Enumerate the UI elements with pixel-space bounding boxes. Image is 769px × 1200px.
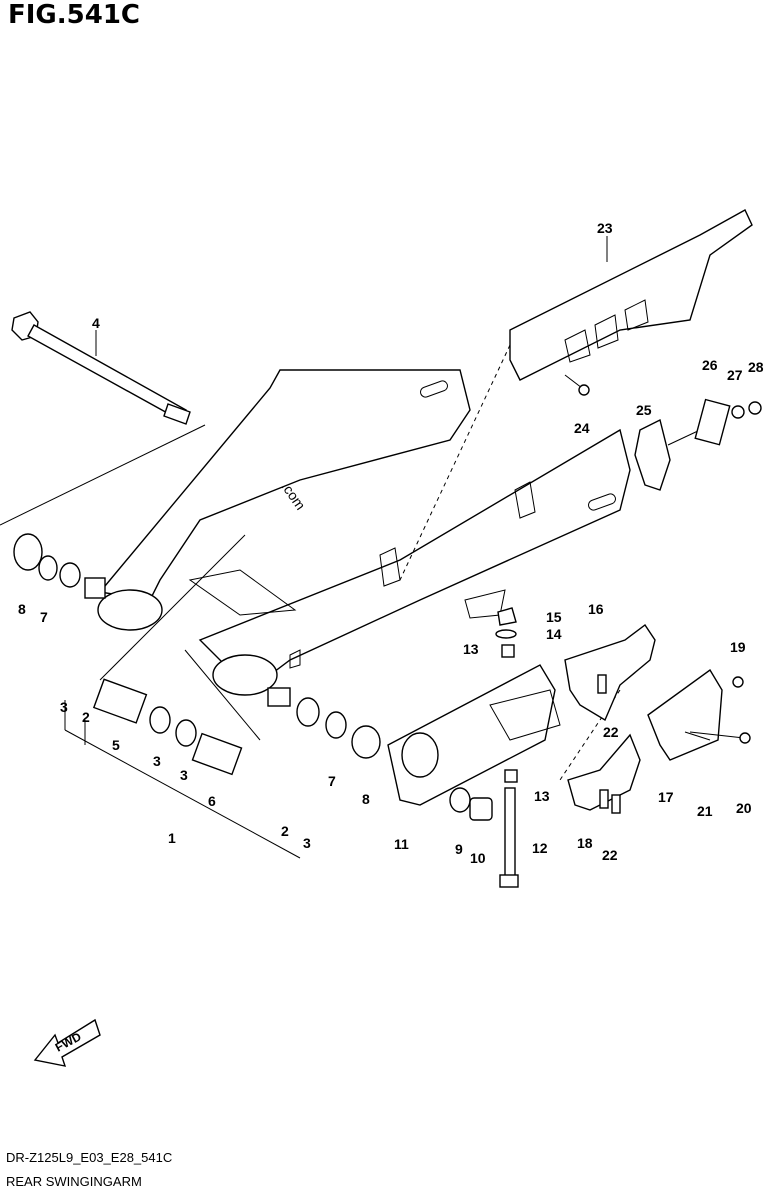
callout-24: 24 <box>574 420 590 436</box>
callout-3: 3 <box>60 699 68 715</box>
figure-title: FIG.541C <box>8 0 141 30</box>
chain-adjuster <box>634 398 762 491</box>
callout-15: 15 <box>546 609 562 625</box>
bolt-24 <box>564 374 590 396</box>
hardware-center <box>449 607 519 888</box>
pivot-shaft <box>11 311 191 425</box>
callout-3: 3 <box>153 753 161 769</box>
callout-17: 17 <box>658 789 674 805</box>
callout-labels: 1 2 2 3 3 3 3 4 5 6 7 7 8 8 9 10 11 12 1… <box>18 220 764 866</box>
callout-9: 9 <box>455 841 463 857</box>
swingarm <box>97 369 631 696</box>
callout-16: 16 <box>588 601 604 617</box>
callout-7: 7 <box>328 773 336 789</box>
callout-13: 13 <box>463 641 479 657</box>
callout-28: 28 <box>748 359 764 375</box>
callout-19: 19 <box>730 639 746 655</box>
callout-22: 22 <box>603 724 619 740</box>
callout-3: 3 <box>180 767 188 783</box>
callout-8: 8 <box>362 791 370 807</box>
callout-10: 10 <box>470 850 486 866</box>
callout-5: 5 <box>112 737 120 753</box>
callout-20: 20 <box>736 800 752 816</box>
callout-12: 12 <box>532 840 548 856</box>
callout-6: 6 <box>208 793 216 809</box>
callout-7: 7 <box>40 609 48 625</box>
callout-22: 22 <box>602 847 618 863</box>
callout-27: 27 <box>727 367 743 383</box>
callout-26: 26 <box>702 357 718 373</box>
callout-13: 13 <box>534 788 550 804</box>
fwd-arrow-icon: FWD <box>33 1018 101 1067</box>
callout-11: 11 <box>394 836 409 852</box>
bushings-left <box>13 533 243 776</box>
callout-25: 25 <box>636 402 652 418</box>
callout-4: 4 <box>92 315 100 331</box>
callout-3: 3 <box>303 835 311 851</box>
chain-guide <box>387 664 561 806</box>
callout-14: 14 <box>546 626 562 642</box>
bushings-right <box>267 687 381 759</box>
diagram-name: REAR SWINGINGARM <box>6 1174 142 1189</box>
chain-case <box>509 209 753 381</box>
callout-8: 8 <box>18 601 26 617</box>
guide-bracket <box>564 623 751 814</box>
callout-21: 21 <box>697 803 713 819</box>
callout-2: 2 <box>82 709 90 725</box>
callout-1: 1 <box>168 830 176 846</box>
callout-2: 2 <box>281 823 289 839</box>
diagram-code: DR-Z125L9_E03_E28_541C <box>6 1150 173 1165</box>
callout-18: 18 <box>577 835 593 851</box>
callout-23: 23 <box>597 220 613 236</box>
